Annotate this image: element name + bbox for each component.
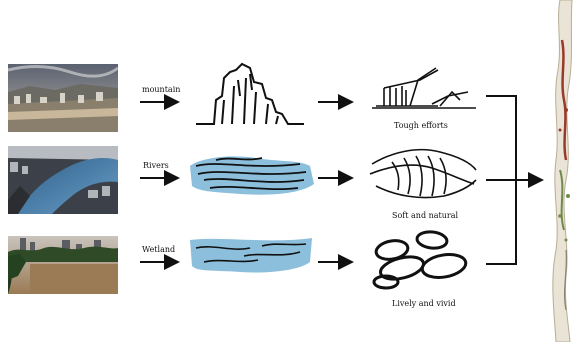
convergence-bracket xyxy=(486,96,516,264)
rivers-photo xyxy=(8,146,118,214)
row-mountain: mountain Tough efforts xyxy=(8,64,476,132)
label-rivers: Rivers xyxy=(143,161,169,170)
lively-vivid-sketch xyxy=(374,230,468,288)
row-wetland: Wetland Lively and vivid xyxy=(8,230,468,308)
label-soft-natural: Soft and natural xyxy=(392,211,458,220)
label-tough-efforts: Tough efforts xyxy=(394,121,448,130)
mountain-sketch xyxy=(196,64,304,124)
river-sketch xyxy=(190,156,314,194)
result-map-strip xyxy=(553,0,572,342)
wetland-sketch xyxy=(190,238,312,273)
label-lively-vivid: Lively and vivid xyxy=(392,299,456,308)
tough-efforts-sketch xyxy=(372,68,476,108)
row-rivers: Rivers Soft and natural xyxy=(8,146,476,220)
label-mountain: mountain xyxy=(142,85,180,94)
soft-natural-sketch xyxy=(370,150,476,198)
wetland-photo xyxy=(8,236,118,294)
mountain-photo xyxy=(8,64,118,132)
label-wetland: Wetland xyxy=(142,245,175,254)
